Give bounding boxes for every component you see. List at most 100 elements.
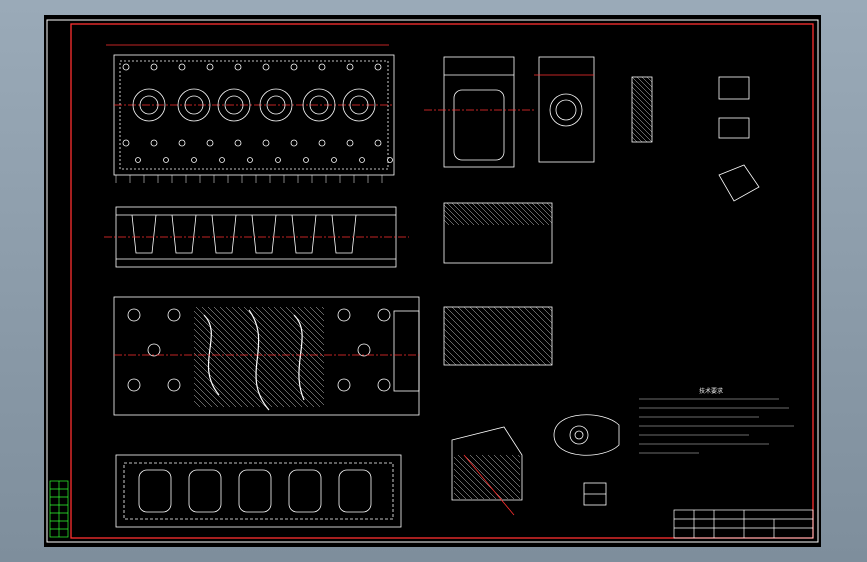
technical-notes: 技术要求: [639, 387, 794, 454]
hatch-line: [451, 306, 511, 366]
section-f: [443, 306, 553, 366]
bolt-hole: [275, 157, 281, 163]
hatch-line: [536, 202, 553, 219]
hatch-line: [469, 454, 515, 500]
bolt-hole: [318, 63, 326, 71]
hatch-line: [535, 306, 553, 324]
bolt-hole: [178, 139, 186, 147]
hatch-line: [193, 388, 213, 408]
port-circle: [342, 88, 376, 122]
bottom-view: [115, 454, 402, 528]
engineering-drawing: 技术要求: [46, 19, 819, 543]
hatch-line: [193, 358, 243, 408]
hatch-line: [461, 202, 485, 226]
bolt-hole: [331, 157, 337, 163]
hatch-line: [505, 306, 553, 354]
hatch-line: [631, 91, 653, 113]
bolt-hole: [374, 63, 382, 71]
hatch-line: [631, 101, 653, 123]
section-hole: [377, 308, 391, 322]
port-circle: [302, 88, 336, 122]
detail-d: [718, 76, 760, 202]
port-inner-circle: [184, 95, 204, 115]
bottom-slot: [238, 469, 272, 513]
bottom-slot: [138, 469, 172, 513]
section-hole: [127, 308, 141, 322]
section-hole: [147, 343, 161, 357]
hatch-line: [511, 202, 535, 226]
bolt-hole: [374, 139, 382, 147]
bolt-hole: [135, 157, 141, 163]
hatch-line: [641, 76, 653, 88]
front-elevation-view: [104, 206, 409, 268]
port-profile: [331, 214, 357, 254]
bolt-hole: [290, 139, 298, 147]
hatch-line: [475, 454, 521, 500]
drawing-sheet: 技术要求: [44, 15, 821, 547]
port-profile: [211, 214, 237, 254]
hatch-line: [193, 346, 255, 408]
hatch-line: [631, 96, 653, 118]
hatch-line: [443, 334, 475, 366]
hatch-line: [486, 202, 510, 226]
bolt-hole: [206, 139, 214, 147]
hatch-line: [517, 454, 521, 458]
section-plan-view: [113, 296, 420, 416]
hatch-line: [529, 306, 553, 330]
hatch-line: [631, 86, 653, 108]
port-inner-circle: [309, 95, 329, 115]
hatch-line: [511, 306, 553, 348]
top-plan-view: [106, 44, 395, 183]
bolt-hole: [346, 63, 354, 71]
hatch-line: [481, 202, 505, 226]
hatch-line: [526, 202, 550, 226]
hatch-line: [646, 76, 653, 83]
section-hole: [127, 378, 141, 392]
bolt-hole: [150, 63, 158, 71]
hatch-line: [315, 306, 325, 316]
hatch-line: [631, 116, 653, 138]
end-section-b: [534, 56, 595, 163]
hatch-line: [521, 202, 545, 226]
section-hole: [337, 308, 351, 322]
hatch-line: [546, 202, 553, 209]
hatch-line: [451, 202, 475, 226]
hatch-line: [445, 306, 505, 366]
hatch-line: [487, 306, 547, 366]
port-circle: [177, 88, 211, 122]
hatch-line: [267, 306, 325, 364]
hatch-line: [499, 454, 521, 476]
port-inner-circle: [349, 95, 369, 115]
bottom-slot: [288, 469, 322, 513]
hatch-line: [636, 76, 653, 93]
bolt-hole: [247, 157, 253, 163]
hatch-line: [193, 382, 219, 408]
hatch-line: [456, 202, 480, 226]
hatch-line: [443, 352, 457, 366]
section-hole: [167, 308, 181, 322]
hatch-line: [517, 306, 553, 342]
port-profile: [131, 214, 157, 254]
hatch-line: [273, 306, 325, 358]
round-detail-h: [553, 414, 620, 456]
hatch-line: [541, 202, 553, 214]
hatch-line: [453, 486, 467, 500]
hatch-line: [443, 322, 487, 366]
hatch-line: [193, 376, 225, 408]
port-profile: [251, 214, 277, 254]
section-hole: [357, 343, 371, 357]
hatch-line: [303, 306, 325, 328]
hatch-line: [523, 306, 553, 336]
hatch-line: [309, 306, 325, 322]
hatch-line: [321, 306, 325, 310]
bolt-hole: [163, 157, 169, 163]
hatch-line: [453, 474, 479, 500]
hatch-line: [481, 306, 541, 366]
bolt-hole: [191, 157, 197, 163]
hatch-line: [443, 310, 499, 366]
outer-border: [46, 19, 819, 543]
port-circle: [217, 88, 251, 122]
port-inner-circle: [139, 95, 159, 115]
hatch-line: [443, 209, 460, 226]
hatch-line: [631, 131, 643, 143]
